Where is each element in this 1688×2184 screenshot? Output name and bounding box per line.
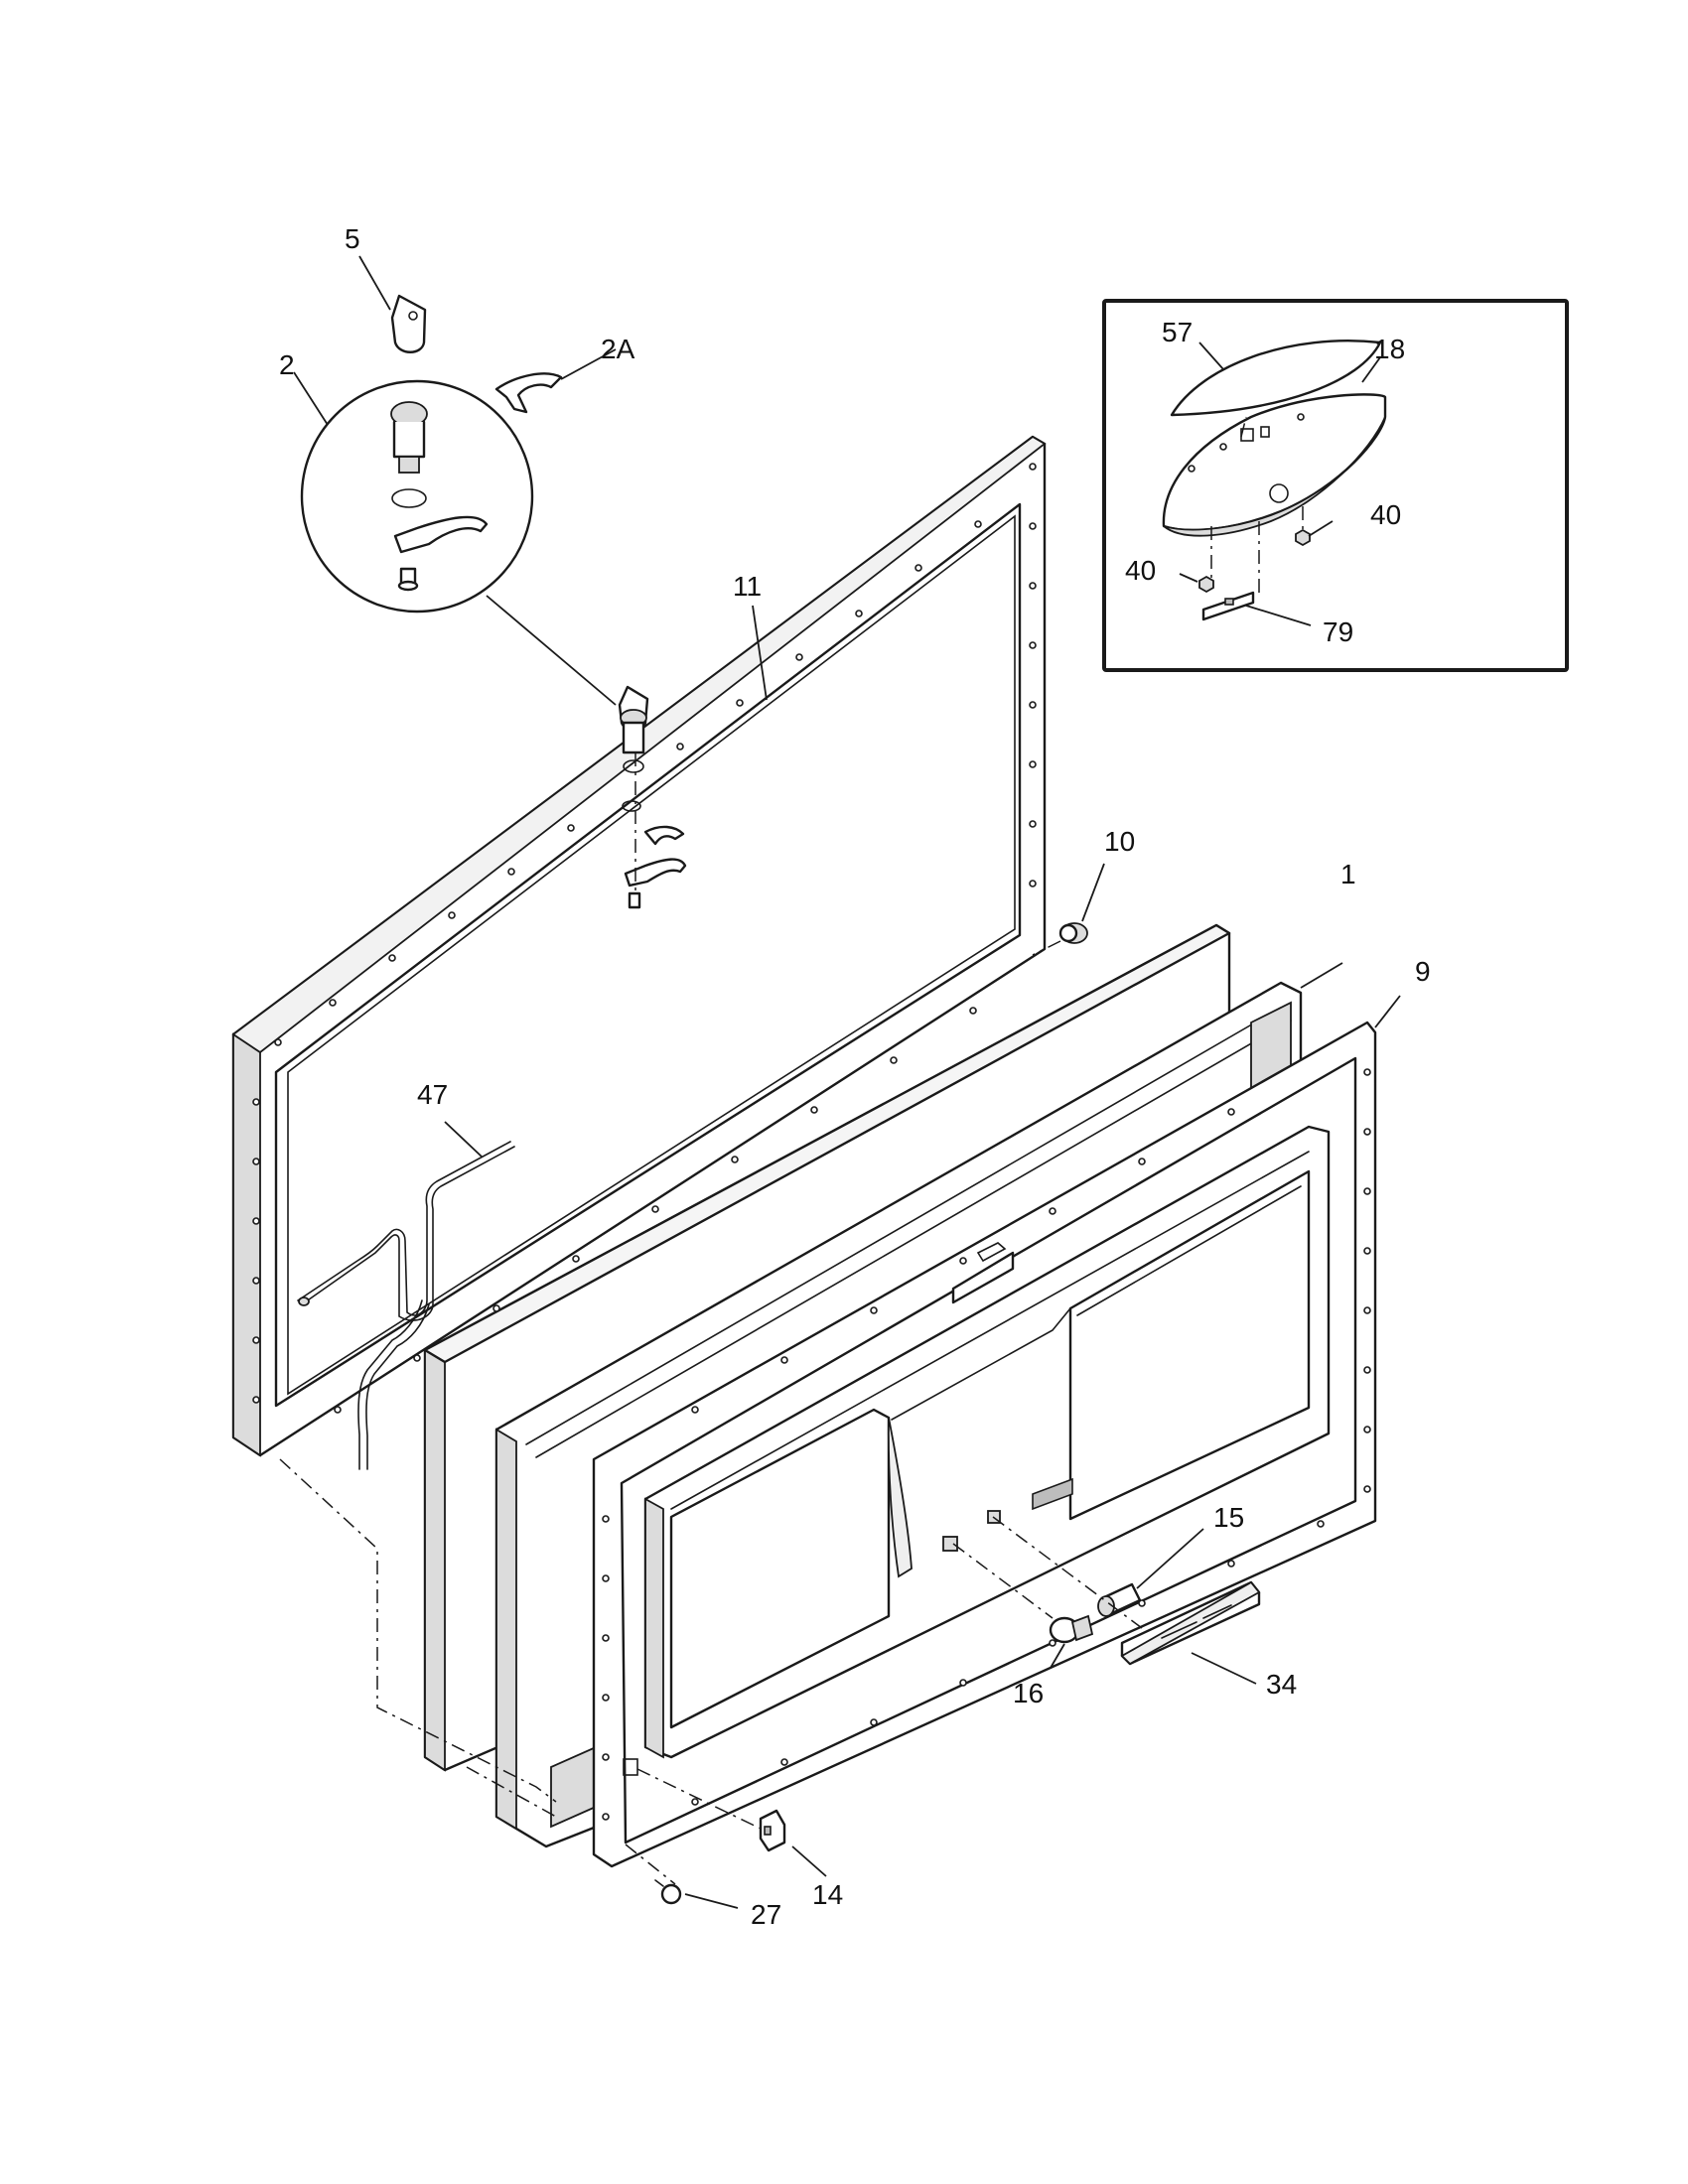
lock-cylinder-detail xyxy=(390,401,428,474)
callout-14: 14 xyxy=(812,1879,843,1910)
part-16-bulb xyxy=(1049,1614,1094,1644)
part-5-key xyxy=(390,294,427,353)
control-panel-inset xyxy=(1102,299,1569,672)
callout-1: 1 xyxy=(1340,859,1356,889)
callout-40-right: 40 xyxy=(1370,499,1401,530)
part-14-switch xyxy=(759,1809,786,1852)
callout-34: 34 xyxy=(1266,1669,1297,1700)
lock-detail-circle xyxy=(300,379,534,614)
callout-11: 11 xyxy=(733,571,762,602)
lid-lock-assembly xyxy=(618,685,687,909)
part-9-inner-door xyxy=(592,1021,1377,1868)
part-79-board xyxy=(1201,591,1255,621)
callout-2a: 2A xyxy=(601,334,635,364)
callout-47: 47 xyxy=(417,1079,448,1110)
part-40-nut-left xyxy=(1198,575,1214,594)
part-2a-clip xyxy=(494,372,563,414)
part-57-lens xyxy=(1170,340,1382,417)
callout-16: 16 xyxy=(1013,1678,1044,1708)
part-27-screw xyxy=(654,1879,682,1905)
callout-18: 18 xyxy=(1374,334,1405,364)
callout-9: 9 xyxy=(1415,956,1431,987)
callout-15: 15 xyxy=(1213,1502,1244,1533)
callout-2: 2 xyxy=(279,349,295,380)
part-47-heater-wire xyxy=(297,1141,515,1470)
part-40-nut-right xyxy=(1295,528,1311,547)
lock-cam-detail xyxy=(393,515,489,554)
callout-40-left: 40 xyxy=(1125,555,1156,586)
callout-5: 5 xyxy=(345,223,360,254)
gasket-frame-holes xyxy=(252,463,1037,1414)
callout-57: 57 xyxy=(1162,317,1193,347)
part-10-bumper xyxy=(1058,922,1088,944)
inner-door-holes xyxy=(602,1068,1371,1821)
part-34-light-cover xyxy=(1120,1580,1261,1666)
callout-79: 79 xyxy=(1323,616,1353,647)
part-15-socket xyxy=(1097,1582,1142,1617)
callout-27: 27 xyxy=(751,1899,781,1930)
callout-10: 10 xyxy=(1104,826,1135,857)
